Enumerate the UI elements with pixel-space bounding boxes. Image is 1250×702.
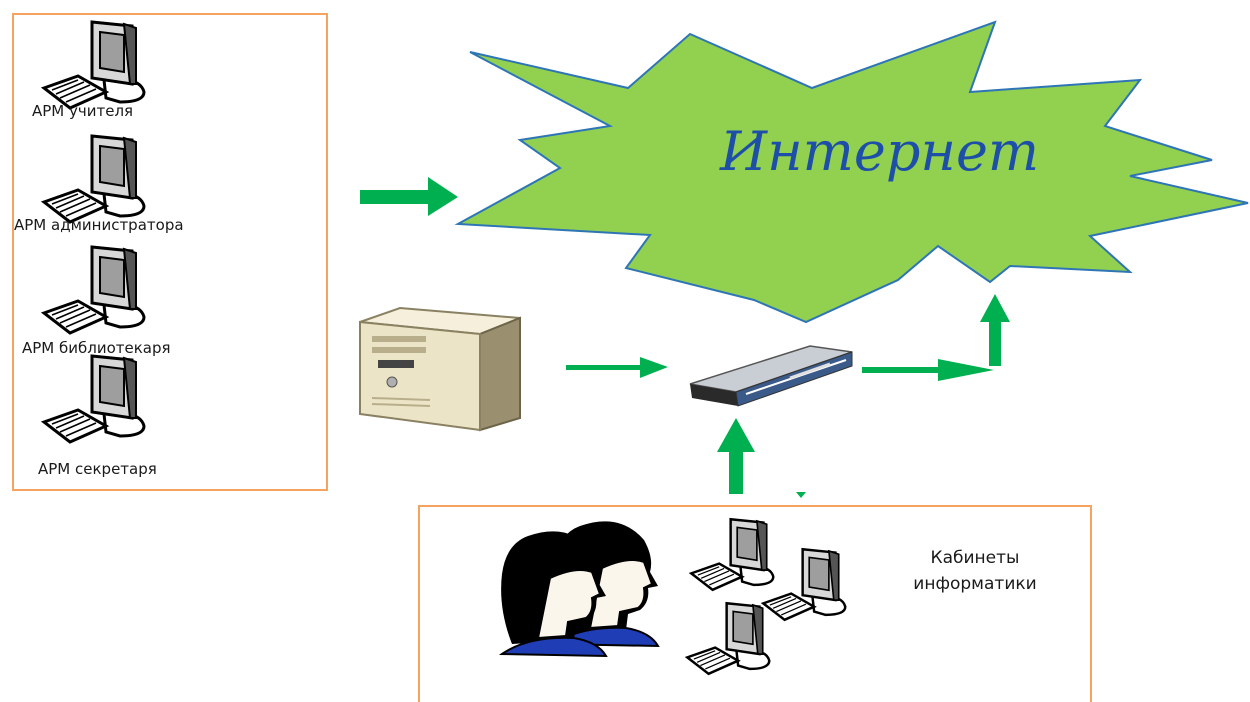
monitor-icon bbox=[686, 602, 771, 676]
monitor-icon bbox=[42, 20, 146, 110]
classroom-label-line2: информатики bbox=[913, 574, 1037, 594]
workstation-label-secretary: АРМ секретаря bbox=[38, 460, 157, 478]
workstation-label-librarian: АРМ библиотекаря bbox=[22, 339, 171, 357]
monitor-icon bbox=[42, 134, 146, 224]
arrow-workstations-to-internet bbox=[360, 177, 458, 216]
arrow-up-to-internet bbox=[980, 294, 1010, 366]
router-icon bbox=[689, 345, 853, 407]
internet-cloud-shape bbox=[454, 20, 1249, 324]
arrow-router-right bbox=[862, 359, 994, 381]
arrow-classroom-to-router bbox=[717, 418, 806, 498]
server-icon bbox=[359, 306, 521, 432]
monitor-icon bbox=[762, 548, 847, 622]
monitor-icon bbox=[42, 245, 146, 335]
arrow-server-to-router bbox=[566, 357, 668, 378]
monitor-icon bbox=[42, 354, 146, 444]
monitor-icon bbox=[690, 518, 775, 592]
classroom-label: Кабинеты информатики bbox=[880, 545, 1070, 597]
workstation-label-admin: АРМ администратора bbox=[14, 216, 184, 234]
classroom-label-line1: Кабинеты bbox=[930, 548, 1020, 568]
workstation-label-teacher: АРМ учителя bbox=[32, 102, 134, 120]
internet-label: Интернет bbox=[720, 120, 1040, 183]
